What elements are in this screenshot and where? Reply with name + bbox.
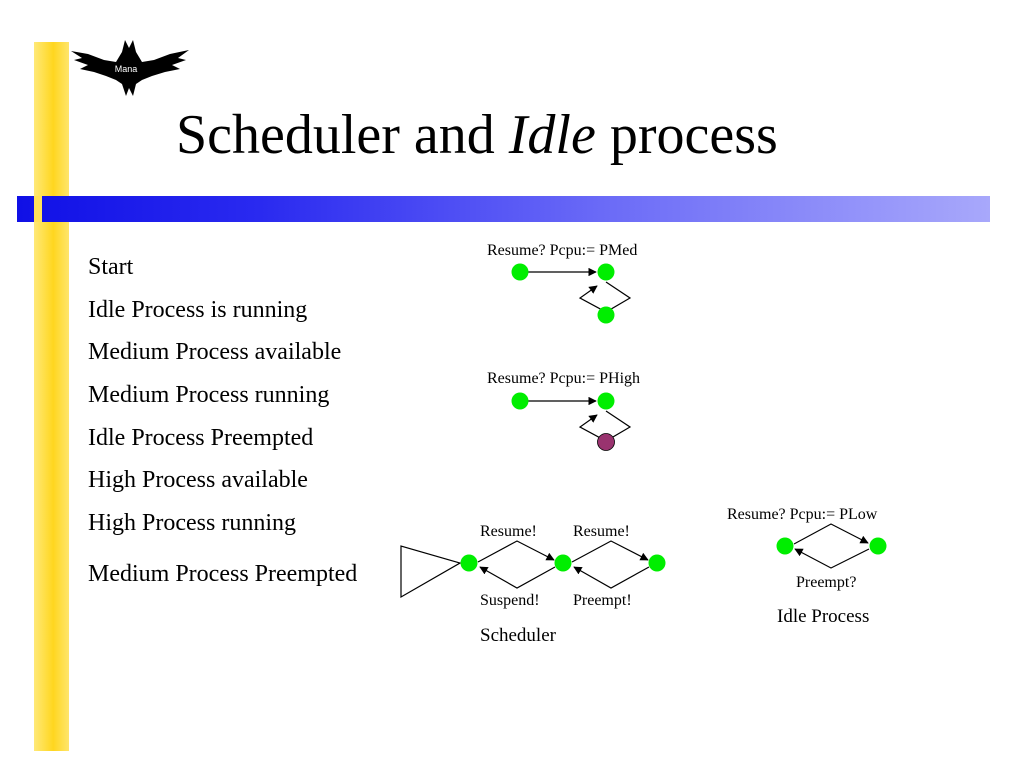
scheduler-caption: Scheduler [480,625,557,646]
scheduler-resume-label-2: Resume! [573,523,630,540]
state-node [460,554,478,572]
state-node [511,392,529,410]
medium-resume-label: Resume? Pcpu:= PMed [487,242,637,259]
bird-silhouette [71,40,189,96]
scheduler-preempt-label: Preempt! [573,592,632,609]
idle-resume-label: Resume? Pcpu:= PLow [727,506,878,523]
preempted-state-node [597,433,615,451]
title-italic-word: Idle [508,104,596,166]
step-item: Idle Process is running [88,296,308,323]
step-item: Medium Process available [88,339,342,366]
step-item: Start [88,254,134,280]
high-priority-diagram: Resume? Pcpu:= PHigh [487,370,640,451]
title-bar-gap [34,196,42,222]
step-list: Start Idle Process is running Medium Pro… [88,253,357,603]
scheduler-resume-arrow-2 [571,540,649,563]
idle-process-diagram: Resume? Pcpu:= PLow Preempt? Idle Proces… [727,506,887,627]
state-node [511,263,529,281]
scheduler-diagram: Resume! Resume! Suspend! Preempt! Schedu… [400,523,666,646]
state-node [597,306,615,324]
state-node [554,554,572,572]
state-node [776,537,794,555]
state-node [597,263,615,281]
step-item: Medium Process Preempted [88,560,358,587]
state-node [869,537,887,555]
slide-title: Scheduler and Idle process [176,102,778,168]
scheduler-suspend-arrow [479,566,556,589]
title-underline-bar [17,196,990,222]
mana-bird-logo: Mana [71,40,189,96]
state-node [648,554,666,572]
step-item: Medium Process running [88,382,330,409]
idle-process-caption: Idle Process [777,606,869,627]
idle-preempt-arrow [794,548,870,569]
idle-resume-arrow [793,523,869,545]
scheduler-input-triangle [400,545,462,599]
step-item: Idle Process Preempted [88,424,314,451]
title-part-2: process [595,104,778,166]
high-resume-label: Resume? Pcpu:= PHigh [487,370,640,387]
scheduler-suspend-label: Suspend! [480,592,540,609]
state-node [597,392,615,410]
step-item: High Process running [88,510,296,537]
scheduler-preempt-arrow [573,566,650,589]
idle-preempt-label: Preempt? [796,574,856,591]
scheduler-resume-arrow-1 [477,540,555,563]
title-part-1: Scheduler and [176,104,509,166]
medium-priority-diagram: Resume? Pcpu:= PMed [487,242,637,324]
step-item: High Process available [88,467,308,494]
sidebar-stripe [34,42,69,751]
scheduler-resume-label-1: Resume! [480,523,537,540]
logo-text: Mana [115,64,138,74]
